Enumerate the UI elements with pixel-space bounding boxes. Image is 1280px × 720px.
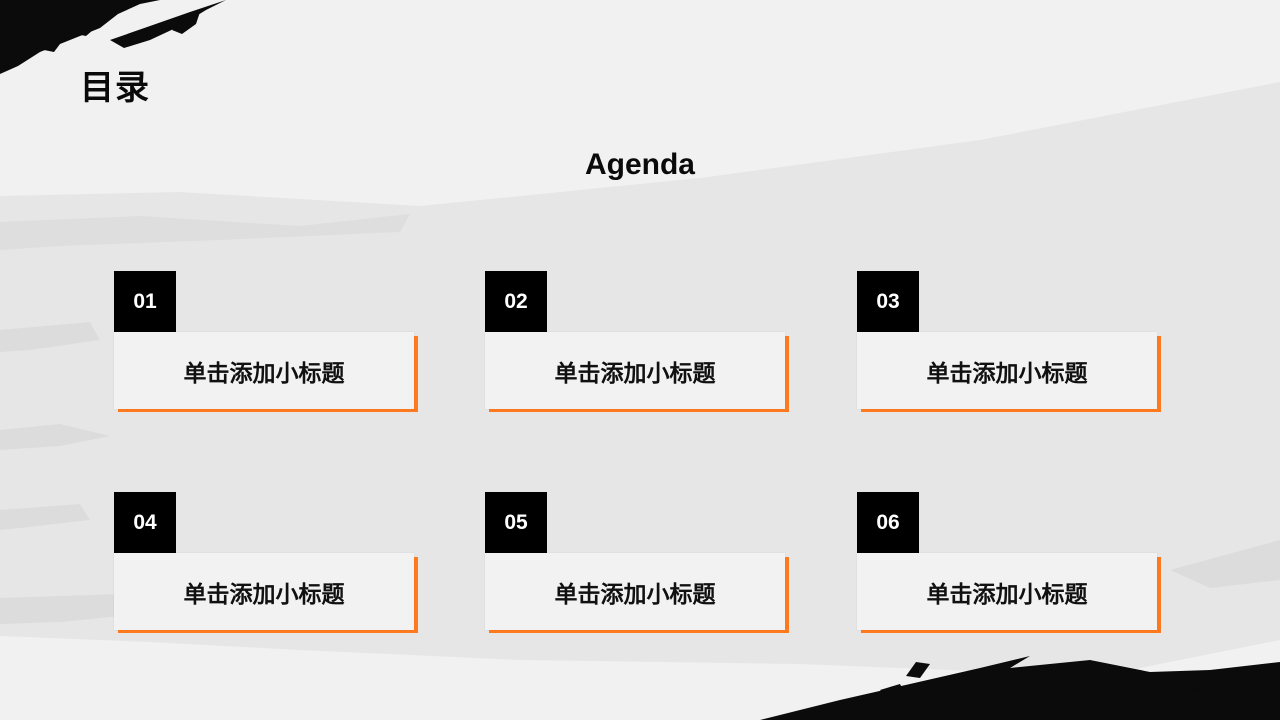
item-label: 单击添加小标题 (857, 332, 1157, 409)
item-number-badge: 02 (485, 271, 547, 333)
item-label: 单击添加小标题 (114, 553, 414, 630)
item-number-badge: 05 (485, 492, 547, 554)
agenda-item-01[interactable]: 01 单击添加小标题 (114, 271, 418, 413)
page-subtitle: Agenda (584, 148, 695, 181)
page-title: 目录 (80, 68, 150, 108)
agenda-item-05[interactable]: 05 单击添加小标题 (485, 492, 789, 634)
agenda-item-03[interactable]: 03 单击添加小标题 (857, 271, 1161, 413)
agenda-item-04[interactable]: 04 单击添加小标题 (114, 492, 418, 634)
agenda-item-06[interactable]: 06 单击添加小标题 (857, 492, 1161, 634)
item-number-badge: 03 (857, 271, 919, 333)
item-label: 单击添加小标题 (485, 553, 785, 630)
item-label: 单击添加小标题 (485, 332, 785, 409)
item-label: 单击添加小标题 (114, 332, 414, 409)
item-number-badge: 01 (114, 271, 176, 333)
item-label: 单击添加小标题 (857, 553, 1157, 630)
item-number-badge: 06 (857, 492, 919, 554)
agenda-item-02[interactable]: 02 单击添加小标题 (485, 271, 789, 413)
item-number-badge: 04 (114, 492, 176, 554)
